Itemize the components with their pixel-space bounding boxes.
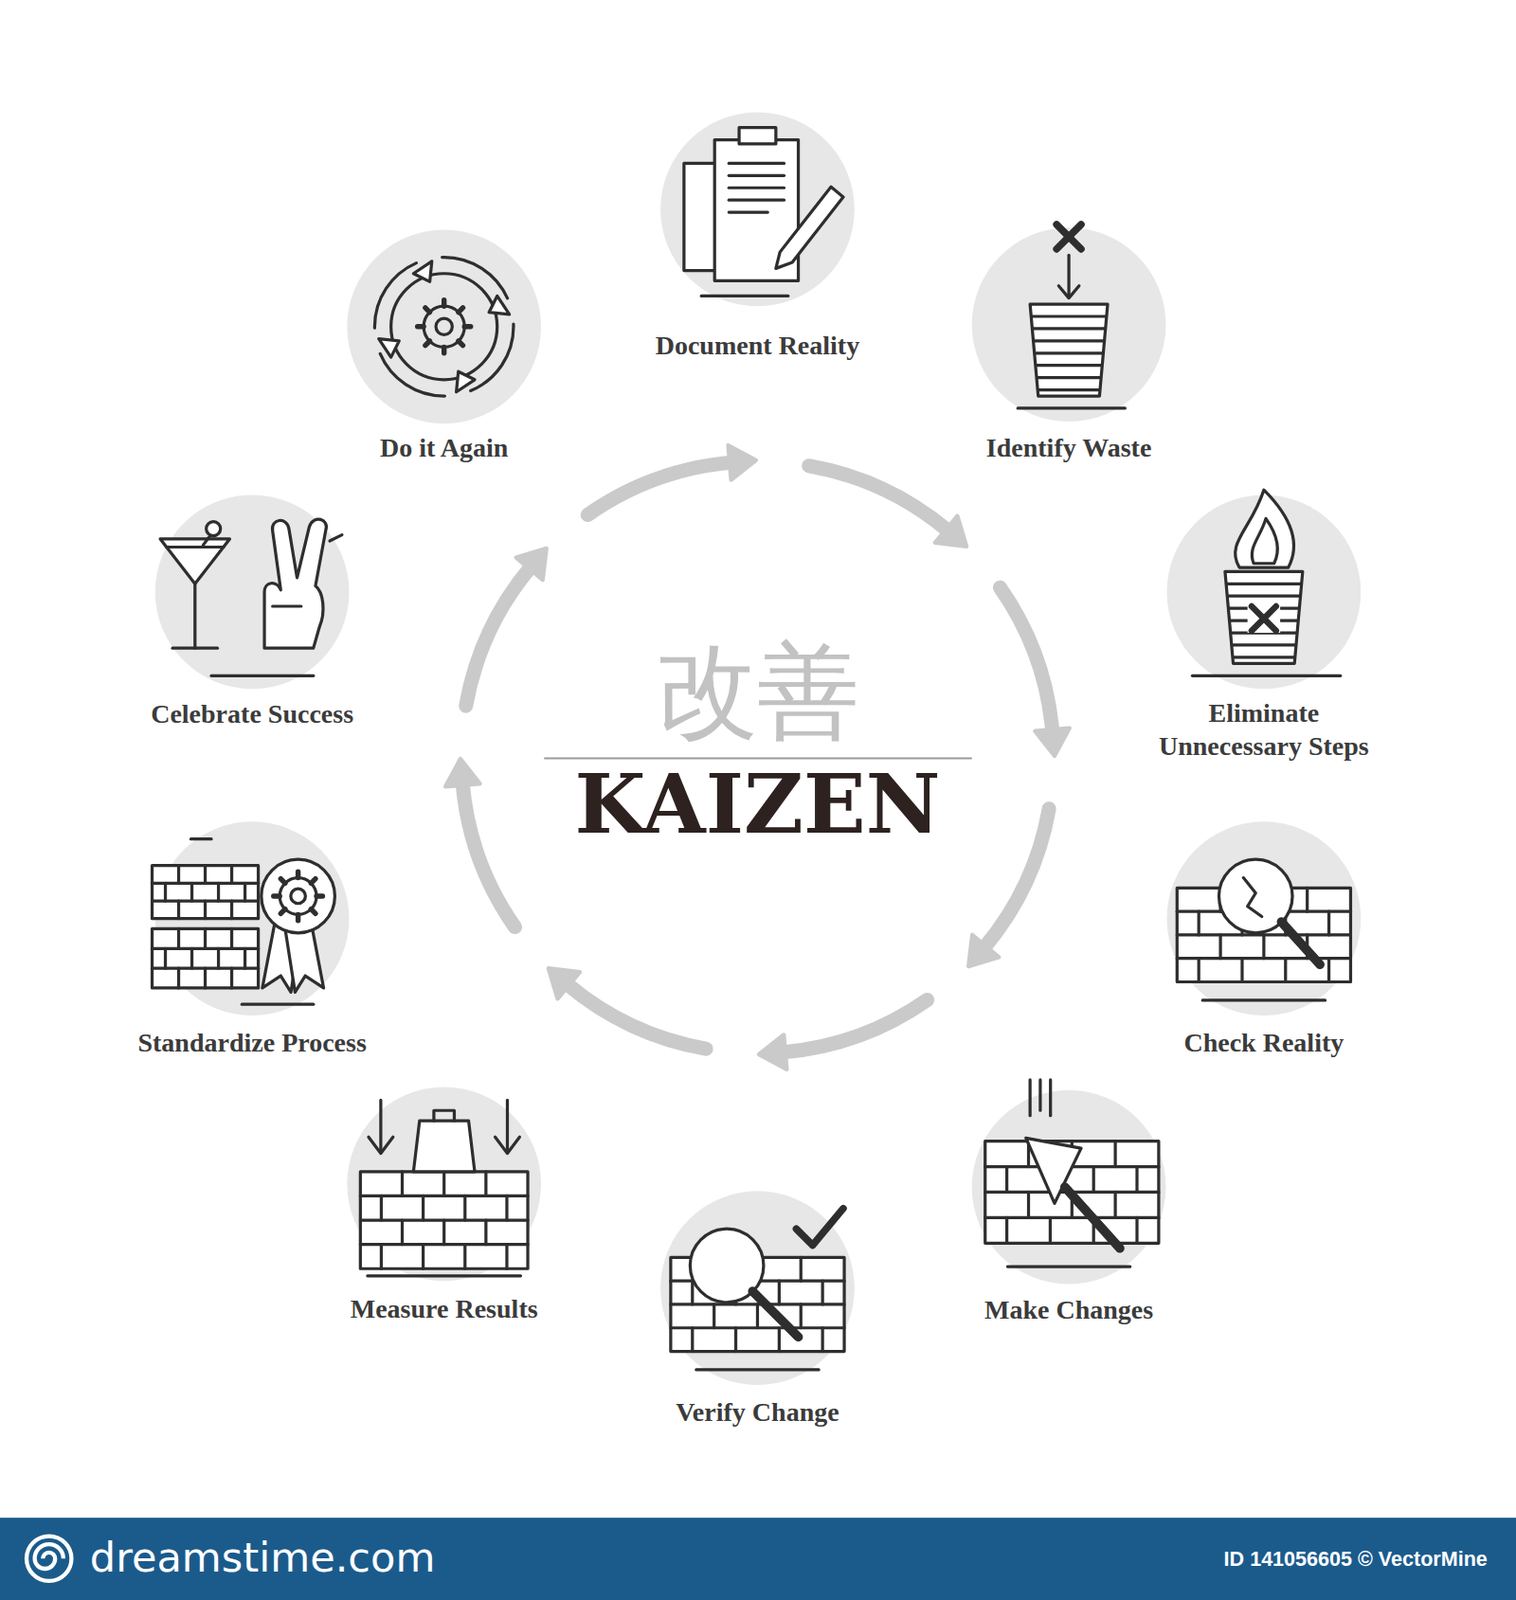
footer-logo (26, 1536, 72, 1582)
kaizen-step: Document Reality (604, 107, 911, 362)
kaizen-step: Do it Again (290, 224, 597, 465)
title-rule (543, 757, 972, 759)
kaizen-step: Standardize Process (99, 816, 406, 1060)
step-label: Make Changes (984, 1293, 1154, 1328)
kanji-heading: 改善 (451, 641, 1064, 744)
kaizen-step: Measure Results (290, 1082, 597, 1327)
watermark-id: ID 141056605 © VectorMine (1224, 1548, 1488, 1570)
step-label: Identify Waste (986, 431, 1153, 466)
step-label: Check Reality (1183, 1026, 1344, 1061)
step-label: Eliminate Unnecessary Steps (1136, 696, 1391, 764)
kaizen-step: Celebrate Success (99, 489, 406, 731)
step-label: Document Reality (655, 328, 861, 363)
watermark-site: dreamstime.com (90, 1537, 436, 1579)
diagram-title: KAIZEN (451, 763, 1064, 846)
step-label: Verify Change (675, 1395, 839, 1430)
cycle-arrows (445, 445, 1070, 1070)
kaizen-step: Verify Change (604, 1186, 911, 1429)
kaizen-step: Identify Waste (915, 222, 1222, 465)
kaizen-step: Make Changes (915, 1084, 1222, 1327)
footer-bar (0, 1517, 1516, 1600)
step-label: Celebrate Success (150, 697, 354, 732)
step-label: Do it Again (379, 431, 508, 466)
kaizen-step: Eliminate Unnecessary Steps (1110, 489, 1417, 764)
step-label: Standardize Process (137, 1026, 366, 1061)
step-label: Measure Results (350, 1292, 539, 1327)
kaizen-step: Check Reality (1110, 816, 1417, 1060)
